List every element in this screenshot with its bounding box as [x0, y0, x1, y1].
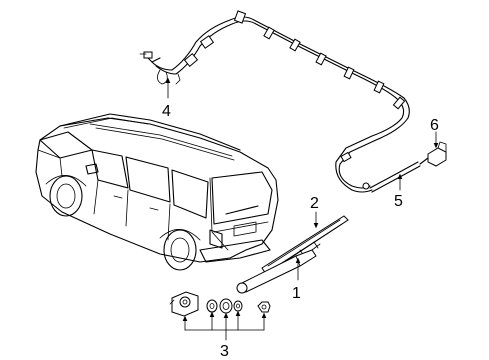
washer-nozzle [419, 141, 447, 167]
callout-3: 3 [220, 343, 229, 360]
callout-5: 5 [394, 193, 403, 210]
nozzle-hose [362, 161, 421, 193]
callout-2: 2 [310, 195, 319, 212]
leader-lines [165, 77, 439, 341]
pivot-hardware [169, 291, 271, 317]
callout-6: 6 [430, 117, 439, 134]
callout-4: 4 [162, 103, 171, 120]
wiper-arm [236, 243, 321, 294]
callout-1: 1 [292, 285, 301, 302]
wiper-blade [261, 215, 349, 275]
suv-vehicle [35, 113, 279, 271]
washer-hose-harness [139, 10, 410, 193]
